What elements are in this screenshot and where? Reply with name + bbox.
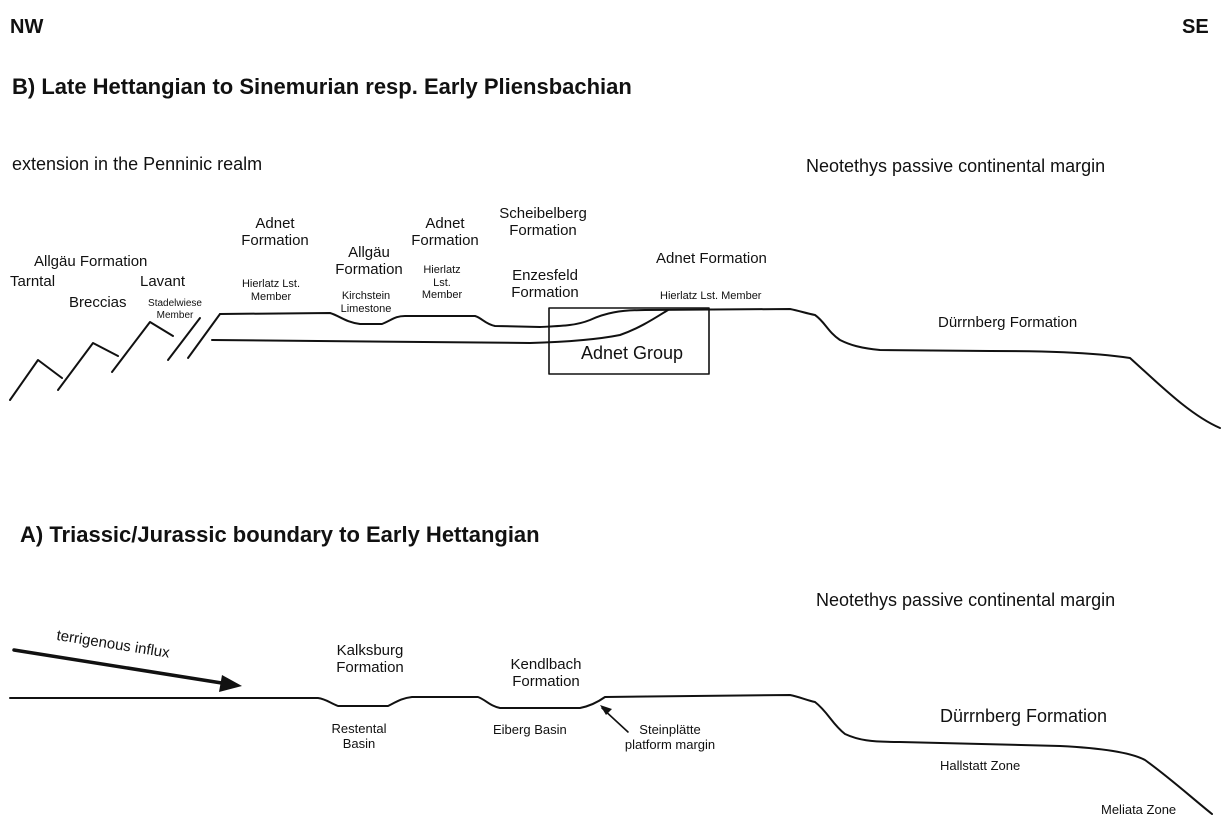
label-restental-line2: Basin — [342, 735, 376, 751]
label-hierlatz-a-line2: Member — [250, 290, 292, 303]
label-durrnberg-formation-a: Dürrnberg Formation — [940, 706, 1108, 726]
label-restental-basin: Restental Basin — [326, 721, 392, 752]
label-adnet-a-line1: Adnet — [255, 215, 295, 232]
label-breccias: Breccias — [69, 294, 127, 311]
label-adnet-formation-a: Adnet Formation — [230, 215, 320, 250]
label-hierlatz-member-a: Hierlatz Lst. Member — [228, 278, 314, 303]
label-scheibelberg-line2: Formation — [509, 222, 577, 240]
label-hierlatz-member-b: Hierlatz Lst. Member — [410, 264, 474, 302]
fault-block-5 — [187, 313, 221, 359]
panel-b-seafloor-profile — [219, 308, 1221, 429]
label-hierlatz-b-line2: Lst. — [433, 276, 451, 289]
label-hierlatz-a-line1: Hierlatz Lst. — [241, 278, 301, 290]
terrigenous-influx-arrow-line — [12, 648, 230, 686]
panel-a-right-note: Neotethys passive continental margin — [816, 590, 1116, 610]
label-steinplatte-line1: Steinplätte — [639, 722, 701, 737]
label-eiberg-basin: Eiberg Basin — [493, 722, 567, 737]
label-tarntal: Tarntal — [10, 273, 56, 290]
label-steinplatte-margin: Steinplätte platform margin — [610, 722, 730, 753]
label-adnet-b-line1: Adnet — [425, 215, 465, 232]
terrigenous-influx-arrowhead — [219, 675, 242, 692]
label-scheibelberg-line1: Scheibelberg — [499, 205, 587, 222]
panel-b-title: B) Late Hettangian to Sinemurian resp. E… — [12, 74, 632, 99]
label-kendlbach-line1: Kendlbach — [510, 656, 582, 673]
adnet-group-box — [548, 307, 710, 375]
label-adnet-group: Adnet Group — [581, 343, 684, 363]
label-allgau-b-line1: Allgäu — [348, 244, 390, 261]
nw-direction-label: NW — [10, 16, 44, 38]
label-enzesfeld-line1: Enzesfeld — [512, 267, 578, 284]
label-kirchstein-line1: Kirchstein — [341, 290, 391, 302]
label-enzesfeld-formation: Enzesfeld Formation — [495, 267, 595, 302]
label-hallstatt-zone: Hallstatt Zone — [940, 758, 1021, 773]
panel-a-seafloor-profile — [9, 694, 1213, 815]
label-hierlatz-b-line3: Member — [421, 289, 463, 302]
label-enzesfeld-line2: Formation — [511, 284, 579, 302]
label-stadelwiese-line2: Member — [156, 309, 194, 321]
label-allgau-formation-left: Allgäu Formation — [34, 253, 148, 270]
label-stadelwiese-line1: Stadelwiese — [148, 298, 202, 309]
label-kirchstein-limestone: Kirchstein Limestone — [328, 290, 404, 315]
steinplatte-pointer-arrowhead — [600, 705, 612, 715]
label-adnet-formation-c: Adnet Formation — [656, 250, 767, 267]
fault-block-3 — [111, 321, 174, 373]
label-scheibelberg-formation: Scheibelberg Formation — [488, 205, 598, 240]
label-adnet-b-line2: Formation — [411, 232, 479, 250]
panel-b-left-note: extension in the Penninic realm — [12, 154, 263, 174]
label-kirchstein-line2: Limestone — [340, 302, 392, 315]
label-adnet-formation-b: Adnet Formation — [400, 215, 490, 250]
label-hierlatz-member-c: Hierlatz Lst. Member — [660, 290, 762, 302]
label-stadelwiese-member: Stadelwiese Member — [144, 298, 206, 321]
label-lavant: Lavant — [140, 273, 186, 290]
label-kendlbach-formation: Kendlbach Formation — [496, 656, 596, 691]
label-allgau-b-line2: Formation — [335, 261, 403, 279]
label-restental-line1: Restental — [331, 721, 387, 736]
fault-block-1 — [9, 359, 63, 401]
label-allgau-formation-b: Allgäu Formation — [324, 244, 414, 279]
fault-block-2 — [57, 342, 119, 391]
label-durrnberg-formation-b: Dürrnberg Formation — [938, 314, 1078, 331]
label-hierlatz-b-line1: Hierlatz — [423, 264, 461, 276]
panel-b-lower-layer-line — [211, 309, 669, 344]
label-kalksburg-line1: Kalksburg — [336, 642, 404, 659]
label-meliata-zone: Meliata Zone — [1101, 802, 1177, 817]
label-steinplatte-line2: platform margin — [624, 736, 716, 752]
se-direction-label: SE — [1182, 16, 1209, 38]
panel-a-title: A) Triassic/Jurassic boundary to Early H… — [20, 522, 540, 547]
label-kendlbach-line2: Formation — [512, 673, 580, 691]
label-kalksburg-line2: Formation — [336, 659, 404, 677]
fault-block-4 — [167, 317, 201, 361]
panel-b-right-note: Neotethys passive continental margin — [806, 156, 1106, 176]
label-kalksburg-formation: Kalksburg Formation — [322, 642, 418, 677]
label-adnet-a-line2: Formation — [241, 232, 309, 250]
